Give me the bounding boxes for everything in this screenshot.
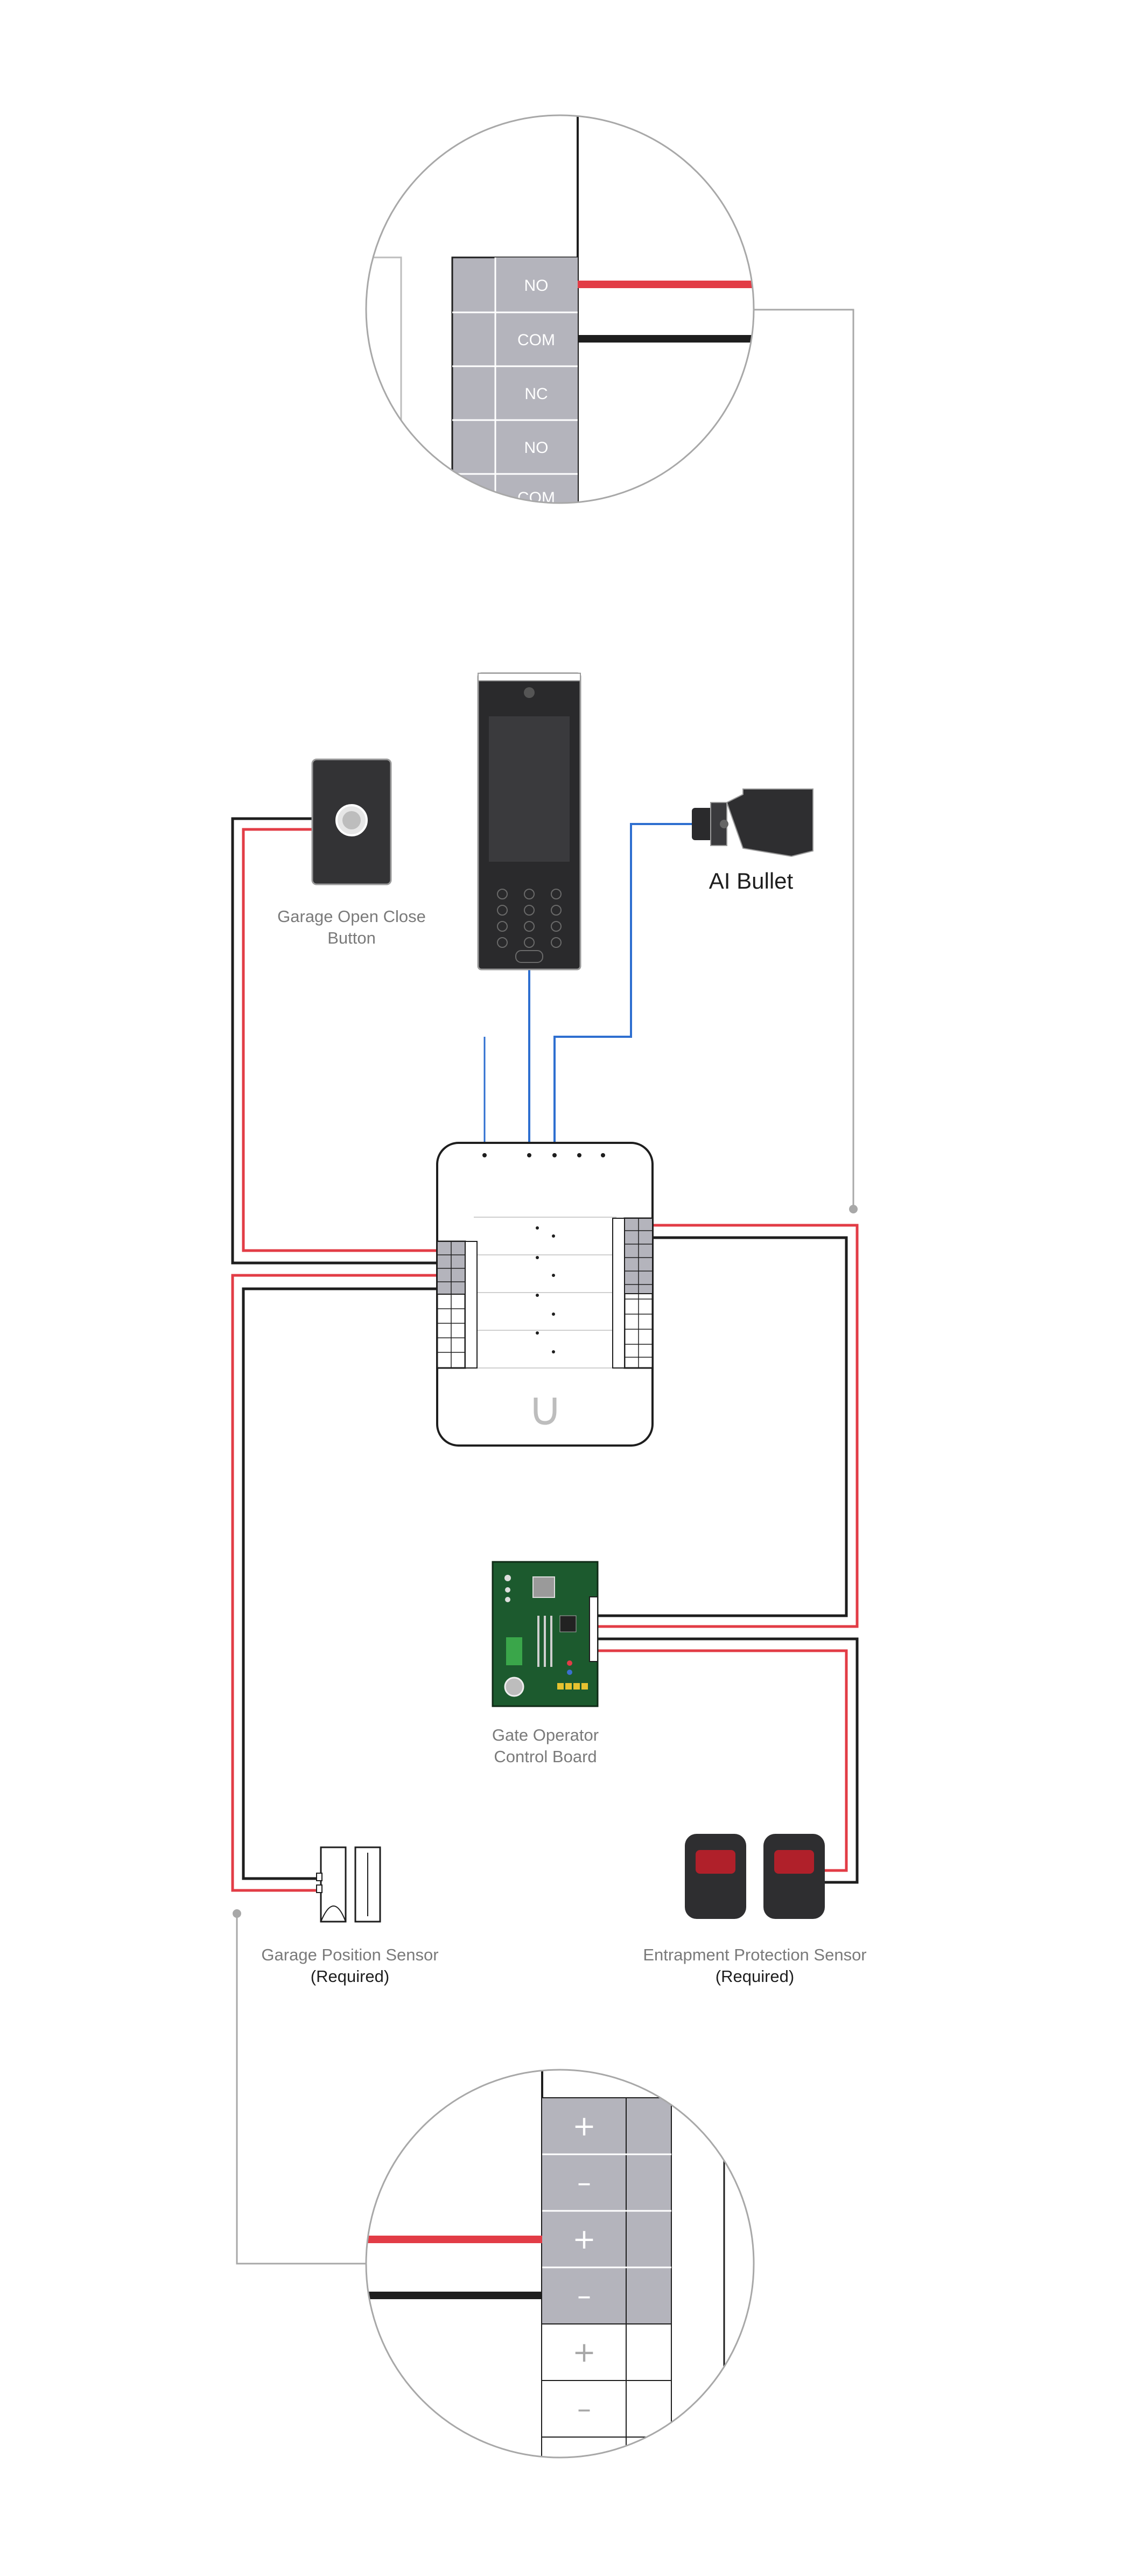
bottom-leader-line: [236, 1914, 366, 2265]
terminal-label: +: [572, 2223, 596, 2256]
top-zoom-detail: NO COM NC NO COM: [365, 114, 755, 507]
position-sensor-required: (Required): [311, 1967, 389, 1986]
button-label-line2: Button: [327, 929, 376, 947]
terminal-label: NO: [524, 439, 549, 457]
gate-operator-board: [492, 1561, 599, 1707]
terminal-label: –: [577, 2280, 591, 2312]
bullet-camera-icon: [692, 788, 814, 857]
terminal-label: +: [572, 2336, 596, 2369]
leader-dot: [849, 1205, 858, 1213]
terminal-label: NO: [524, 277, 549, 295]
garage-button-device: [311, 758, 392, 885]
board-label-line1: Gate Operator: [492, 1726, 599, 1744]
ubiquiti-u-logo: [534, 1398, 557, 1425]
terminal-label: NC: [524, 385, 548, 403]
position-sensor-label: Garage Position Sensor: [261, 1945, 438, 1964]
bottom-zoom-detail: + – + – + –: [365, 2069, 755, 2459]
terminal-label: COM: [517, 489, 555, 507]
terminal-label: COM: [517, 331, 555, 349]
position-sensor-icon: [316, 1846, 381, 1923]
terminal-label: –: [577, 2167, 591, 2199]
intercom-keypad-icon: [477, 672, 581, 971]
access-hub: [436, 1142, 654, 1447]
top-leader-line: [754, 309, 854, 1209]
leader-dot: [233, 1909, 241, 1918]
entrapment-sensor-label: Entrapment Protection Sensor: [643, 1945, 866, 1964]
entrapment-sensor-required: (Required): [716, 1967, 794, 1986]
terminal-label: –: [577, 2393, 591, 2425]
terminal-label: +: [572, 2110, 596, 2142]
camera-label: AI Bullet: [709, 868, 794, 893]
board-label-line2: Control Board: [494, 1747, 597, 1766]
button-label-line1: Garage Open Close: [277, 907, 426, 926]
wires: [231, 817, 859, 1892]
entrapment-sensor-icon: [685, 1834, 825, 1919]
